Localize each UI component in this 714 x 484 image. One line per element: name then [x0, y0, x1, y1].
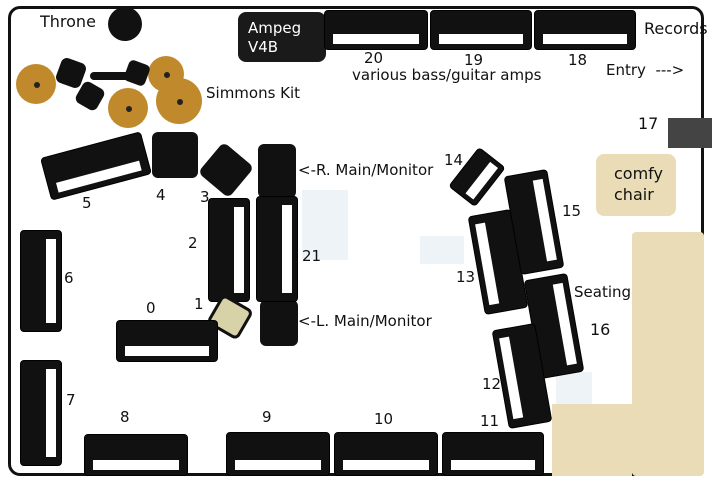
- unit-21: [256, 196, 298, 302]
- simmons-pad: [156, 78, 202, 124]
- throne: [108, 7, 142, 41]
- unit-5-number: 5: [82, 194, 92, 212]
- unit-8: [84, 434, 188, 476]
- unit-10: [334, 432, 438, 476]
- unit-0: [116, 320, 218, 362]
- records-label: Records: [644, 19, 708, 38]
- right-main-monitor: [258, 144, 296, 198]
- unit-6: [20, 230, 62, 332]
- unit-21-number: 21: [302, 247, 322, 265]
- unit-14-number: 14: [444, 151, 464, 169]
- unit-7: [20, 360, 62, 466]
- amp-18: [534, 10, 636, 50]
- unit-4-number: 4: [156, 186, 166, 204]
- simmons-pad: [16, 64, 56, 104]
- simmons-kit-label: Simmons Kit: [206, 84, 301, 102]
- unit-11: [442, 432, 544, 476]
- drum-piece: [90, 72, 134, 80]
- item-17-number: 17: [638, 114, 659, 133]
- unit-0-number: 0: [146, 299, 156, 317]
- amp-19-number: 19: [464, 51, 484, 69]
- unit-13-number: 13: [456, 268, 476, 286]
- comfy-chair-label: comfy chair: [614, 164, 663, 204]
- unit-16-number: 16: [590, 320, 611, 339]
- left-main-monitor: [260, 300, 298, 346]
- unit-9-number: 9: [262, 408, 272, 426]
- unit-7-number: 7: [66, 391, 76, 409]
- seating-label: Seating: [574, 283, 632, 301]
- amp-20-number: 20: [364, 49, 384, 67]
- amps-caption: various bass/guitar amps: [352, 66, 542, 84]
- unit-1-number: 1: [194, 295, 204, 313]
- unit-4: [152, 132, 198, 178]
- amp-19: [430, 10, 532, 50]
- unit-6-number: 6: [64, 269, 74, 287]
- amp-20: [324, 10, 428, 50]
- unit-8-number: 8: [120, 408, 130, 426]
- item-17: [668, 118, 712, 148]
- unit-15-number: 15: [562, 202, 582, 220]
- unit-12-number: 12: [482, 375, 502, 393]
- seating-area: [632, 232, 704, 476]
- unit-9: [226, 432, 330, 476]
- unit-2-number: 2: [188, 234, 198, 252]
- floor-smudge: [420, 236, 464, 264]
- ampeg-label: Ampeg V4B: [248, 19, 302, 56]
- comfy-chair-area: [596, 154, 676, 216]
- simmons-pad: [108, 88, 148, 128]
- right-main-label: <-R. Main/Monitor: [298, 161, 434, 179]
- unit-11-number: 11: [480, 412, 500, 430]
- throne-label: Throne: [40, 12, 96, 31]
- unit-2: [208, 198, 250, 302]
- unit-3-number: 3: [200, 188, 210, 206]
- floor-smudge: [302, 190, 348, 260]
- amp-18-number: 18: [568, 51, 588, 69]
- seating-floor-area: [552, 404, 632, 476]
- ampeg-v4b: [238, 12, 326, 62]
- left-main-label: <-L. Main/Monitor: [298, 312, 432, 330]
- entry-label: Entry --->: [606, 61, 685, 79]
- unit-10-number: 10: [374, 410, 394, 428]
- floor-smudge: [556, 372, 592, 404]
